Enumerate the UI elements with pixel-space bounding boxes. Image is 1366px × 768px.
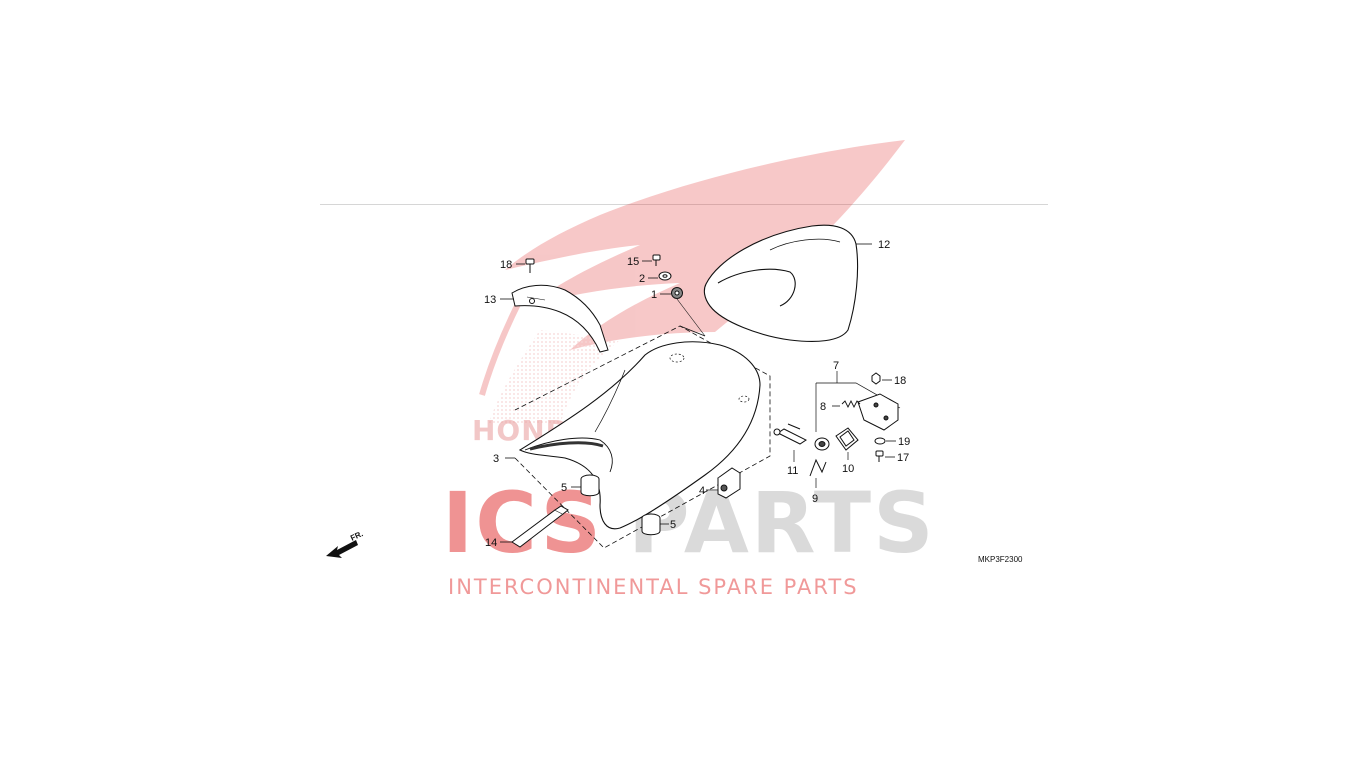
part-cover-10[interactable]	[835, 427, 859, 451]
callout-5-left: 5	[561, 482, 567, 494]
callout-8: 8	[820, 401, 826, 413]
separator-line	[320, 204, 1048, 205]
part-rear-seat[interactable]	[703, 224, 859, 342]
part-cushion-5-left[interactable]	[580, 474, 600, 497]
front-direction-arrow-icon	[326, 540, 358, 558]
part-clip-9[interactable]	[809, 458, 827, 477]
callout-16: 18	[500, 259, 512, 271]
part-spring-8[interactable]	[841, 399, 861, 409]
callout-19: 19	[898, 436, 910, 448]
seat-assembly-frame	[514, 325, 771, 549]
brand-prefix: ICS	[442, 474, 603, 572]
part-keys-11[interactable]	[773, 423, 807, 445]
callout-14: 14	[485, 537, 497, 549]
callout-11: 11	[787, 465, 798, 477]
callout-10: 10	[842, 463, 854, 475]
callout-18: 18	[894, 375, 906, 387]
part-washer-19[interactable]	[874, 437, 886, 445]
callout-15: 15	[627, 256, 639, 268]
part-lock-cylinder[interactable]	[814, 437, 830, 451]
callout-4: 4	[699, 485, 705, 497]
part-bolt-16[interactable]	[525, 258, 535, 273]
callout-3: 3	[493, 453, 499, 465]
part-strap-14[interactable]	[511, 505, 569, 548]
part-bracket-4[interactable]	[717, 467, 741, 499]
callout-2: 2	[639, 273, 645, 285]
tagline: INTERCONTINENTAL SPARE PARTS	[448, 575, 859, 599]
part-grab-rail[interactable]	[511, 284, 609, 353]
callout-5-right: 5	[670, 519, 676, 531]
direction-label: FR.	[349, 529, 364, 543]
part-bolt-17[interactable]	[875, 450, 884, 462]
part-cushion-5-right[interactable]	[641, 513, 661, 536]
part-grommet-1[interactable]	[671, 287, 683, 299]
callout-17: 17	[897, 452, 909, 464]
callout-12: 12	[878, 239, 890, 251]
callout-13: 13	[484, 294, 496, 306]
part-bolt-15[interactable]	[652, 254, 661, 266]
diagram-reference-code: MKP3F2300	[978, 555, 1023, 564]
part-washer-2[interactable]	[658, 271, 672, 281]
ics-parts-watermark: ICS PARTS	[442, 474, 934, 572]
callout-7: 7	[833, 360, 839, 372]
part-latch-plate[interactable]	[857, 393, 899, 431]
part-nut-18[interactable]	[871, 372, 881, 385]
honda-wing-watermark	[479, 140, 905, 425]
callout-9: 9	[812, 493, 818, 505]
callout-1: 1	[651, 289, 657, 301]
